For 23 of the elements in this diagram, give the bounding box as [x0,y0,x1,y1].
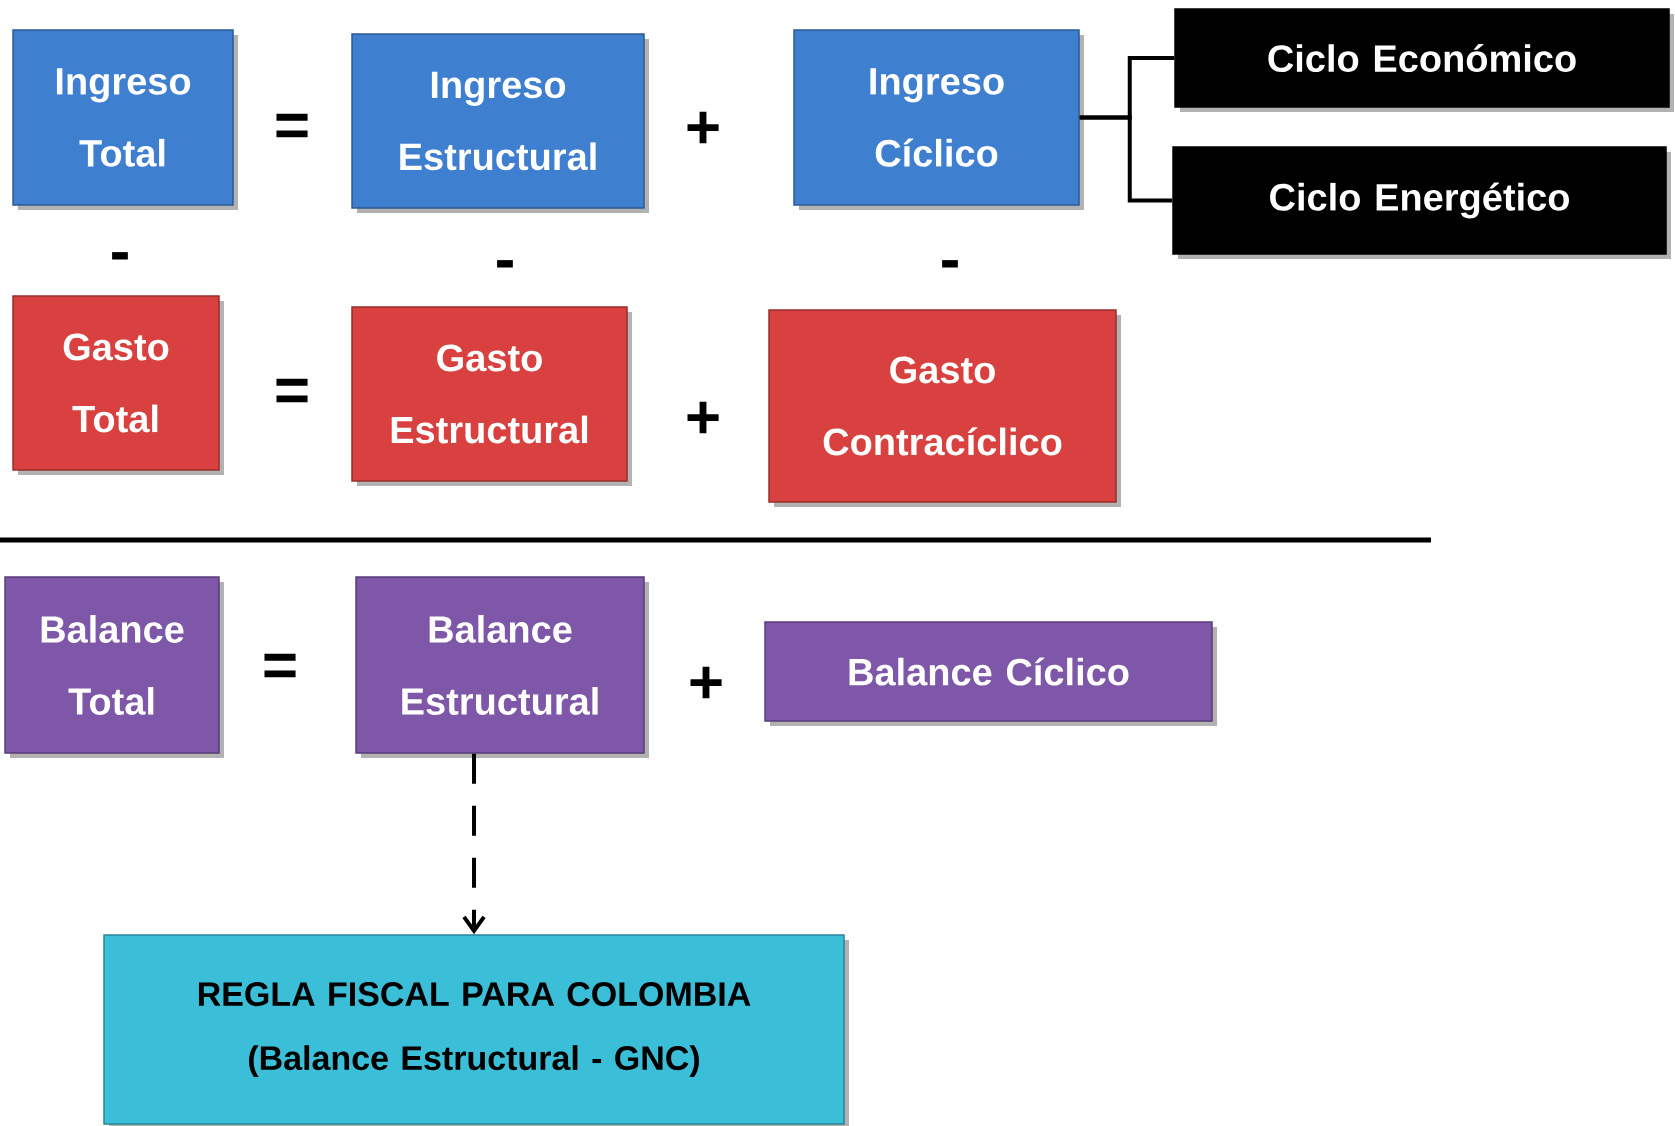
text-box: Balance Total [4,576,224,758]
text-box: Ciclo Energético [1172,146,1671,259]
text-box: Gasto Total [12,295,224,475]
operator-sign: - [497,260,513,268]
arrow [462,753,486,935]
text-box: Ingreso Estructural [351,33,649,213]
text-box: Ingreso Total [12,29,238,210]
text-box: Ciclo Económico [1174,8,1674,112]
connector-line [1079,115,1173,203]
operator-sign: - [942,260,958,268]
operator-sign: = [276,113,308,138]
operator-sign: - [112,252,128,260]
text-box: Gasto Contracíclico [768,309,1121,507]
operator-sign: = [276,378,308,403]
operator-sign: + [687,401,719,434]
operator-sign: + [687,111,719,144]
text-box: Balance Cíclico [764,621,1217,726]
text-box: Gasto Estructural [351,306,632,486]
text-box: REGLA FISCAL PARA COLOMBIA (Balance Estructural - GNC) [103,934,849,1126]
operator-sign: = [264,653,296,678]
text-box: Ingreso Cíclico [793,29,1084,210]
operator-sign: + [690,666,722,699]
text-box: Balance Estructural [355,576,649,758]
